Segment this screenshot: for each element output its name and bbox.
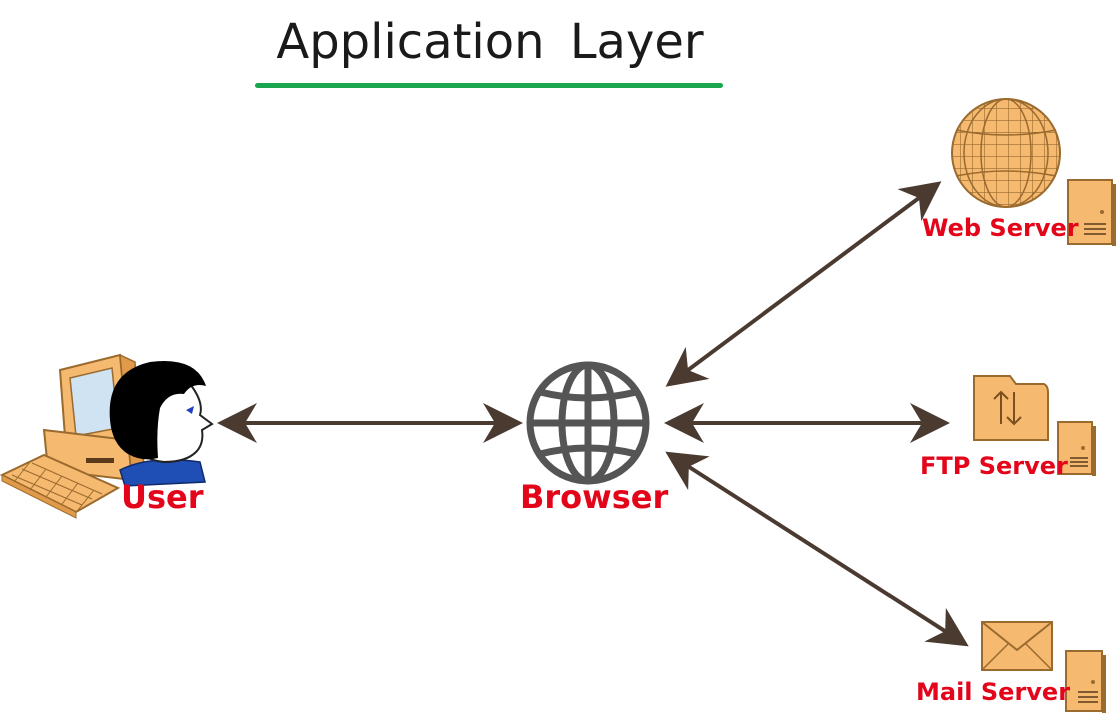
title-underline [255, 83, 723, 88]
diagram-title: Application Layer [276, 14, 704, 70]
edge-browser-mail-server [665, 451, 969, 647]
ftp-server-label: FTP Server [920, 452, 1068, 480]
mail-envelope-icon [981, 621, 1053, 671]
mail-server-label: Mail Server [916, 678, 1071, 706]
mail-server-tower-icon [1065, 650, 1106, 713]
person-icon [109, 361, 214, 487]
ftp-server-tower-icon [1057, 421, 1096, 476]
web-globe-icon [951, 98, 1061, 208]
user-label: User [121, 478, 204, 516]
web-server-tower-icon [1067, 179, 1116, 246]
browser-label: Browser [520, 478, 669, 516]
globe-icon [526, 361, 650, 485]
ftp-folder-icon [973, 375, 1049, 441]
edge-browser-web-server [665, 181, 942, 387]
web-server-label: Web Server [922, 214, 1079, 242]
